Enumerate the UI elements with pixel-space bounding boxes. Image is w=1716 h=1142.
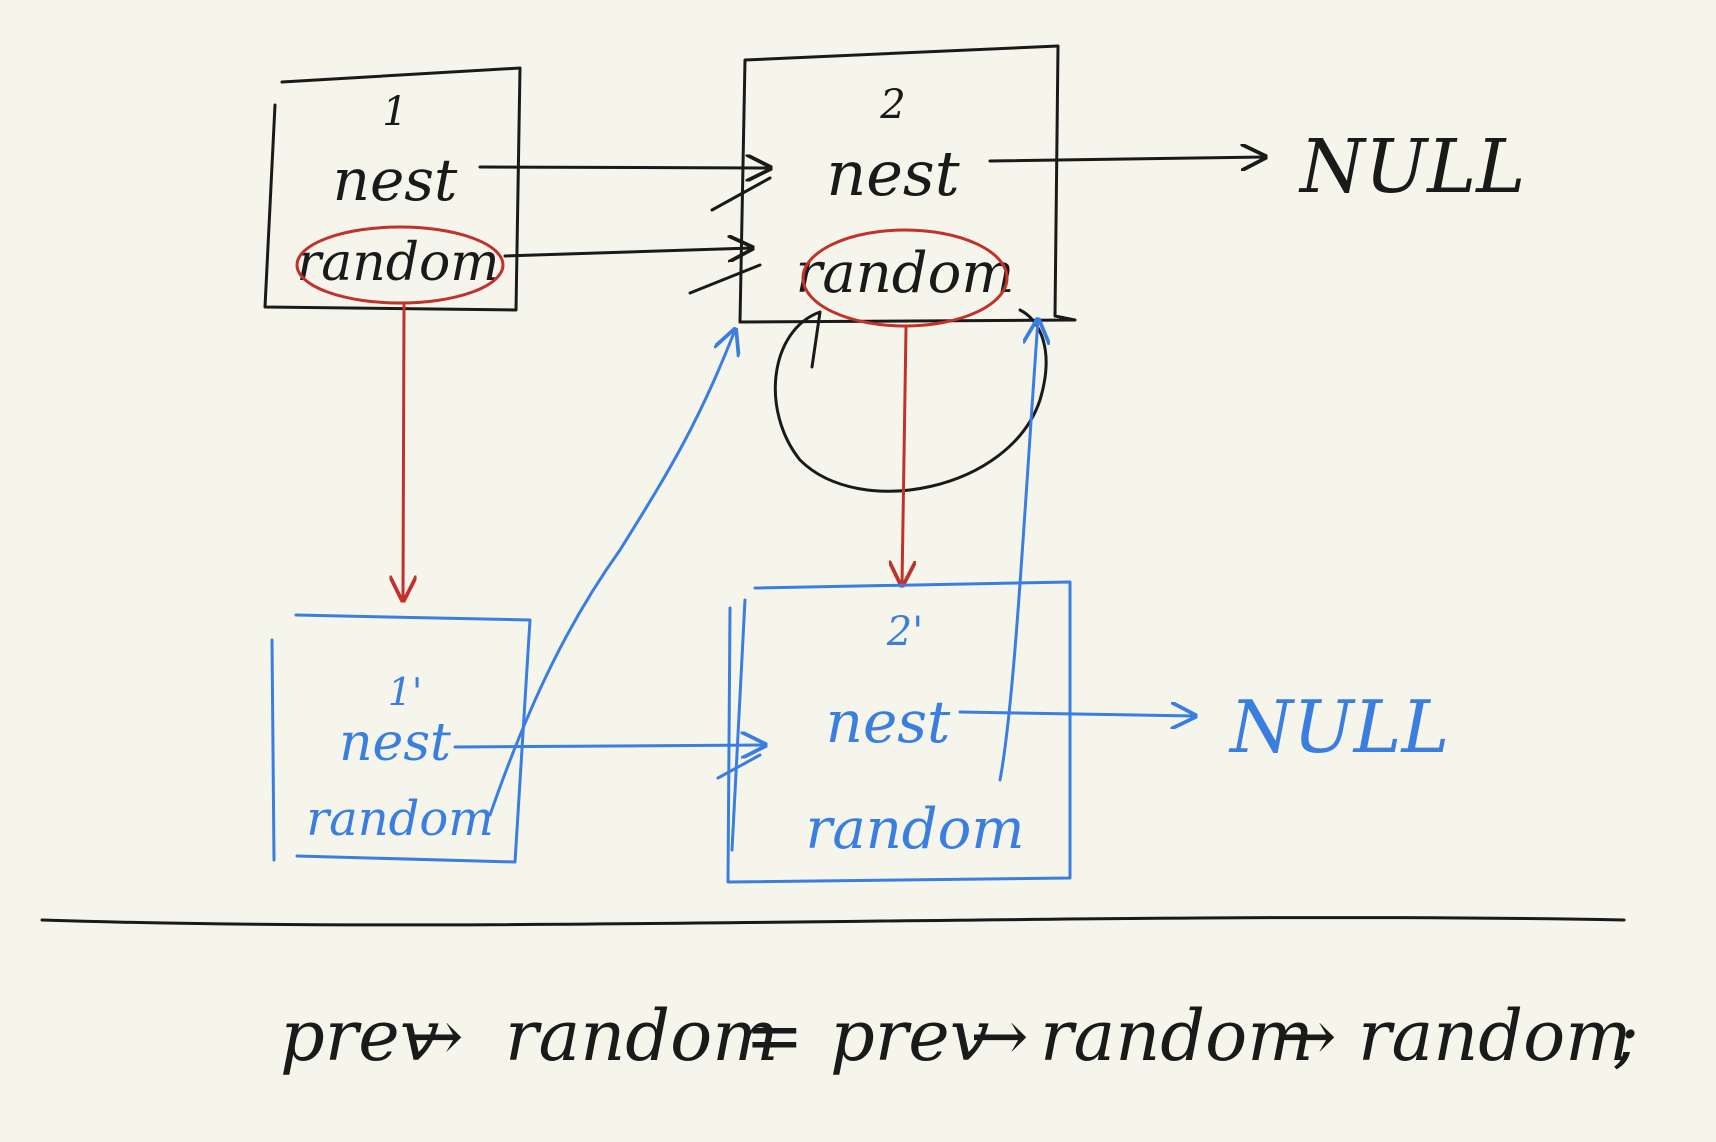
top-null-label: NULL [1298, 124, 1525, 210]
node-1-copy: 1' nest random [270, 613, 532, 864]
formula-semicolon: ; [1614, 995, 1639, 1077]
formula-random-3: random [1358, 995, 1632, 1077]
node-1-next-arrow [478, 167, 770, 168]
arrow-tails [688, 176, 772, 295]
node-2-next-arrow [988, 157, 1265, 161]
node-2-copy-next-field: nest [826, 688, 951, 756]
bottom-null-label: NULL [1228, 685, 1449, 769]
formula-prev-2: prev [830, 995, 989, 1077]
formula-random-1: random [505, 995, 779, 1077]
node-2-label: 2 [879, 82, 905, 128]
formula-arrow-3: → [1278, 995, 1337, 1077]
node-2-copy: 2' nest random [726, 580, 1072, 884]
node-2-copy-label: 2' [886, 609, 923, 655]
node-2-random-highlight [801, 228, 1009, 328]
node-2: 2 nest random [738, 44, 1077, 493]
node-2-copy-random-field: random [806, 797, 1025, 862]
separator-line [40, 916, 1626, 927]
node-2-box [738, 44, 1077, 324]
node-2-random-to-copy-arrow [902, 326, 906, 585]
node-1-copy-next-arrow [453, 745, 765, 747]
node-1-random-arrow [503, 248, 752, 256]
node-2-random-self-loop [773, 308, 1048, 493]
node-1-next-field: nest [333, 146, 458, 214]
node-2-copy-box [726, 580, 1072, 884]
node-1-copy-random-field: random [306, 791, 494, 847]
node-1-copy-next-arrow-tail [716, 753, 762, 780]
node-2-next-field: nest [826, 137, 959, 210]
node-2-random-field: random [796, 241, 1015, 306]
formula: prev → random = prev → random → random ; [280, 995, 1654, 1077]
svg-text:prev → random: prev → random = prev → random → random ; [280, 995, 1654, 1077]
node-1-random-highlight [295, 225, 505, 305]
node-2-copy-random-arrow [998, 320, 1038, 782]
node-1-box [263, 66, 522, 312]
node-1-random-to-copy-arrow [403, 301, 404, 600]
formula-prev-1: prev [280, 995, 439, 1077]
node-1-copy-random-arrow [488, 330, 735, 817]
node-2-copy-next-arrow [958, 712, 1195, 716]
node-1-label: 1 [382, 89, 407, 135]
formula-arrow-2: → [970, 995, 1029, 1077]
formula-random-2: random [1040, 995, 1314, 1077]
node-1-copy-box [270, 613, 532, 864]
formula-arrow-1: → [405, 995, 464, 1077]
node-1-copy-next-field: nest [339, 713, 451, 773]
node-1: 1 nest random [263, 66, 522, 312]
node-1-copy-label: 1' [388, 670, 423, 714]
node-1-random-field: random [296, 233, 499, 293]
formula-equals: = [745, 995, 804, 1077]
